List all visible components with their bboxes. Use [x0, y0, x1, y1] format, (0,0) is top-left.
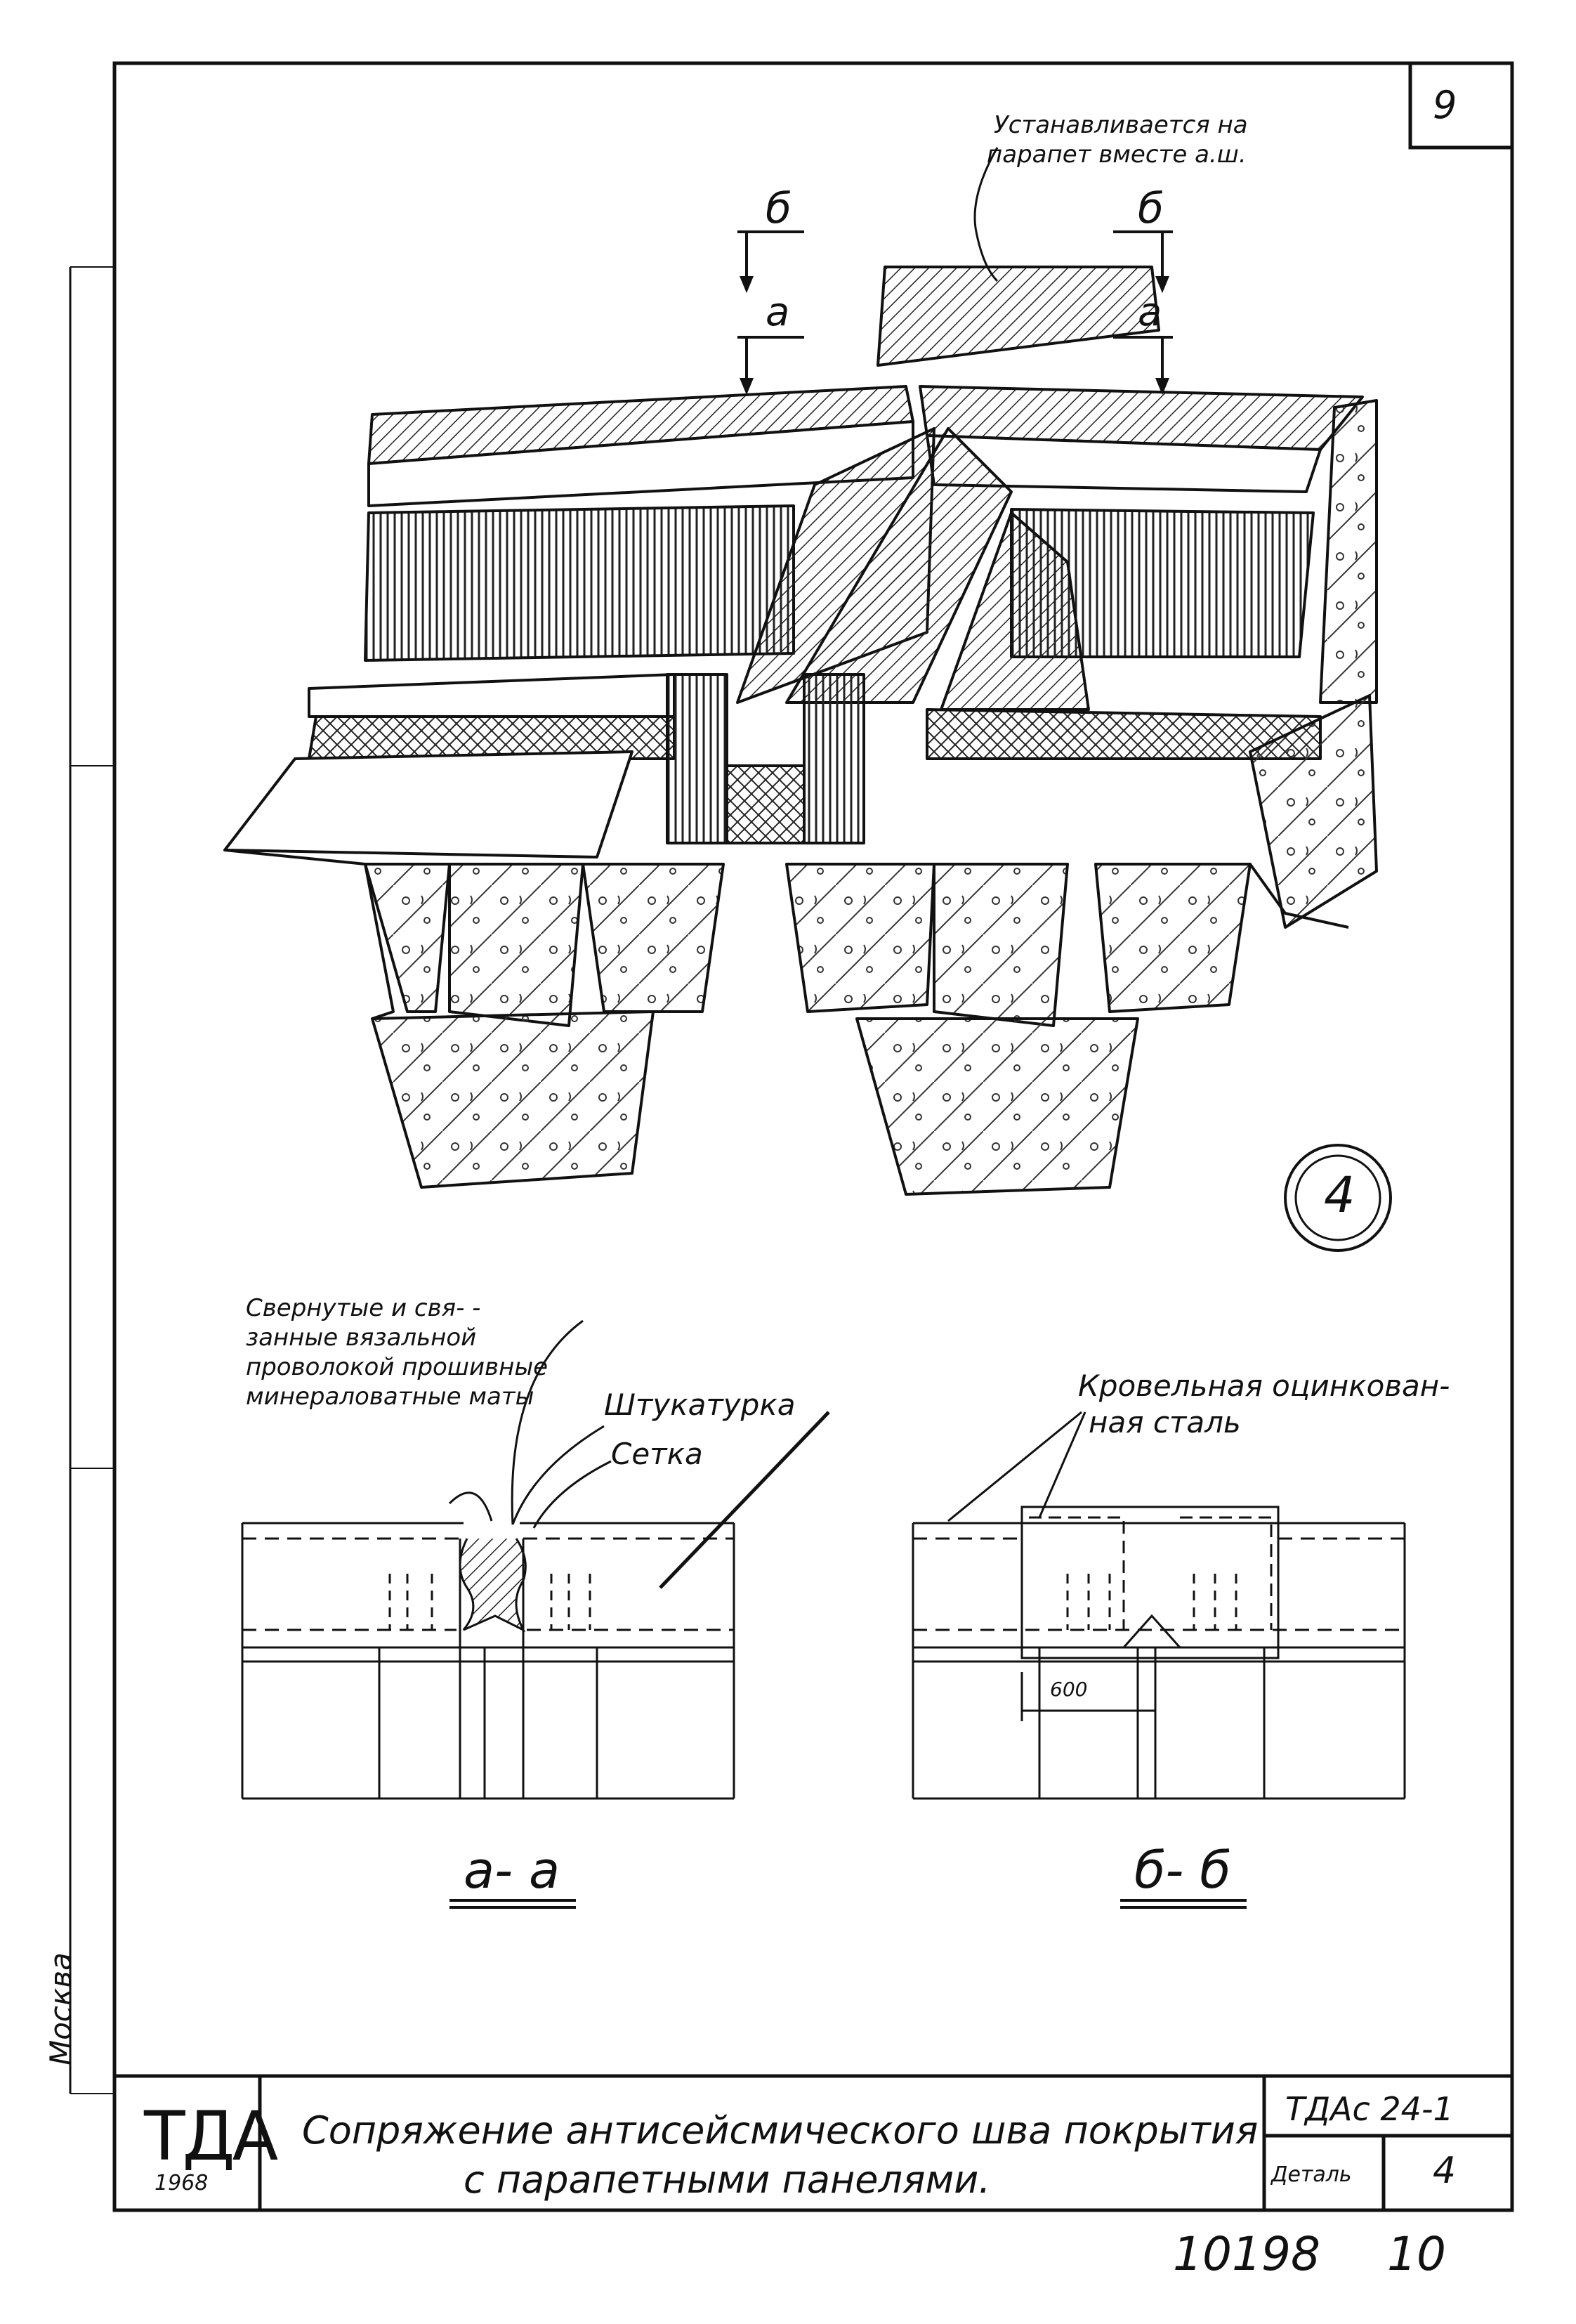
mats-note-line1: Свернутые и свя- -	[246, 1294, 481, 1322]
detail-value: 4	[1433, 2150, 1457, 2192]
sheet-number: 9	[1433, 83, 1457, 127]
mats-note-line3: проволокой прошивные	[246, 1353, 549, 1381]
mesh-label: Сетка	[611, 1437, 703, 1471]
city-label: Москва	[44, 1952, 78, 2065]
section-mark-b-right: б	[1138, 184, 1164, 233]
section-underlines	[449, 1899, 1247, 1909]
title-line1: Сопряжение антисейсмического шва покрыти…	[302, 2108, 1259, 2153]
section-mark-a-left: а	[766, 289, 790, 335]
year-label: 1968	[155, 2171, 209, 2195]
section-bb-drawing	[912, 1411, 1406, 1800]
mats-note-line4: минераловатные маты	[246, 1383, 534, 1411]
drawing-code: ТДАс 24-1	[1285, 2090, 1454, 2128]
plaster-label: Штукатурка	[604, 1388, 796, 1422]
parapet-note-line2: парапет вместе а.ш.	[987, 141, 1247, 169]
section-markers	[737, 230, 1173, 396]
parapet-leader	[973, 147, 999, 282]
section-aa-title: а- а	[464, 1841, 560, 1900]
dimension-600: 600	[1050, 1678, 1088, 1701]
section-aa-drawing	[241, 1319, 830, 1800]
page-number: 10	[1387, 2227, 1446, 2281]
archive-number: 10198	[1173, 2227, 1320, 2281]
isometric-detail	[223, 266, 1378, 1196]
detail-label: Деталь	[1271, 2162, 1352, 2187]
section-mark-b-left: б	[766, 184, 792, 233]
mats-note-line2: занные вязальной	[246, 1324, 477, 1352]
sheet-number-box	[1408, 63, 1512, 150]
section-mark-a-right: а	[1138, 289, 1162, 335]
parapet-note-line1: Устанавливается на	[994, 111, 1248, 139]
detail-circle	[1284, 1144, 1392, 1252]
sheet-frame	[69, 61, 1514, 2212]
section-bb-title: б- б	[1134, 1841, 1231, 1900]
tda-logo: ТДА	[144, 2097, 278, 2176]
title-line2: с парапетными панелями.	[464, 2157, 991, 2202]
steel-note-line1: Кровельная оцинкован-	[1078, 1369, 1450, 1403]
title-block-frame	[114, 2074, 1512, 2210]
steel-note-line2: ная сталь	[1089, 1405, 1241, 1440]
detail-circle-number: 4	[1324, 1166, 1355, 1224]
